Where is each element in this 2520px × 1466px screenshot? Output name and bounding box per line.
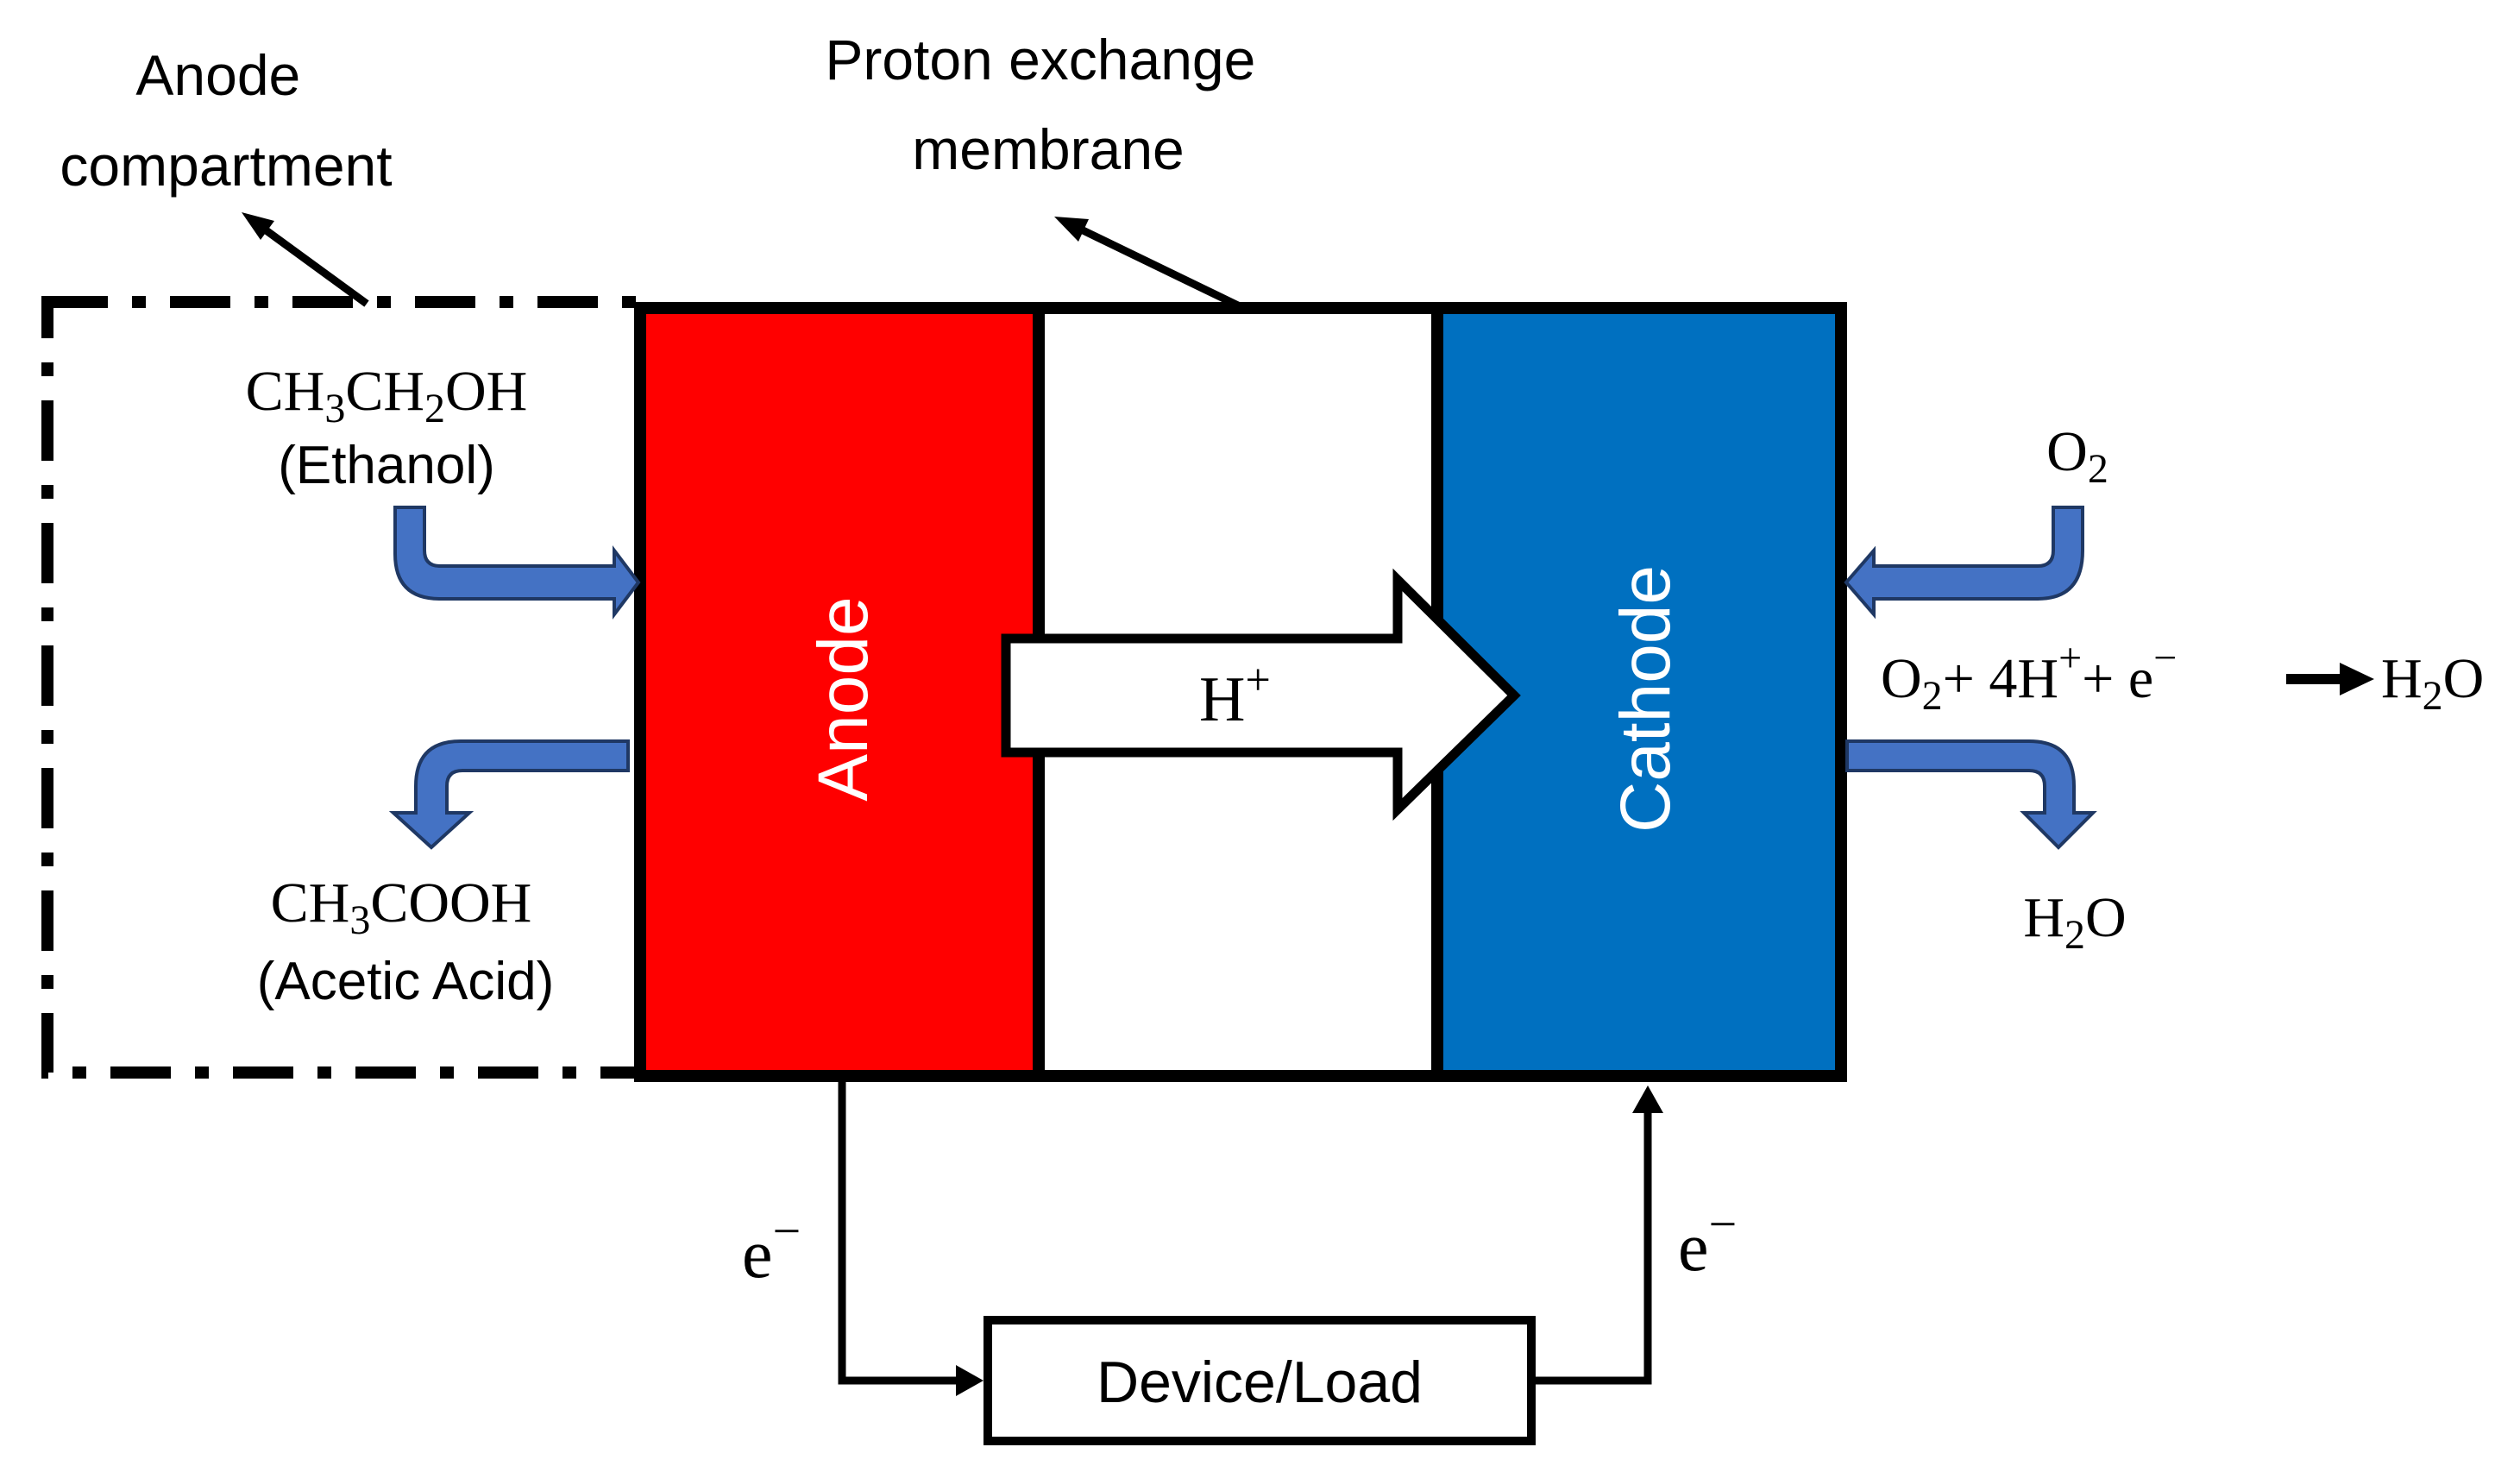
electron-label-left: e− — [742, 1203, 801, 1293]
membrane-label: Proton exchange membrane — [825, 28, 1271, 181]
device-load-label: Device/Load — [1097, 1350, 1423, 1415]
circuit-arrow-to-load — [956, 1365, 983, 1396]
acetic-outflow-arrow-icon — [388, 739, 630, 850]
anode-compartment-label: Anode compartment — [60, 43, 392, 198]
acetic-acid-name: (Acetic Acid) — [257, 952, 555, 1011]
anode-compartment-pointer-head — [242, 212, 274, 240]
proton-label: H+ — [1199, 656, 1271, 735]
cathode-reaction: O2+ 4H++ e− — [1881, 635, 2177, 719]
cathode-label: Cathode — [1606, 565, 1685, 833]
electron-label-right: e− — [1678, 1196, 1737, 1286]
circuit-wire-left — [838, 1081, 958, 1385]
water-label: H2O — [2023, 886, 2126, 958]
ethanol-name: (Ethanol) — [278, 436, 495, 495]
device-load-box — [983, 1316, 1536, 1445]
proton-arrow-icon — [1001, 568, 1521, 821]
membrane-pointer — [1072, 222, 1240, 310]
circuit-wire-right — [1532, 1113, 1652, 1385]
reaction-arrow-head — [2340, 663, 2374, 695]
circuit-arrow-to-cathode — [1632, 1085, 1663, 1113]
oxygen-label: O2 — [2046, 420, 2108, 492]
water-outflow-arrow-icon — [1845, 739, 2097, 850]
ethanol-formula: CH3CH2OH — [246, 360, 528, 431]
membrane-pointer-head — [1054, 217, 1089, 242]
oxygen-inflow-arrow-icon — [1844, 506, 2084, 620]
acetic-acid-formula: CH3COOH — [271, 871, 532, 943]
reaction-product: H2O — [2381, 647, 2484, 719]
anode-compartment-pointer — [249, 217, 369, 307]
ethanol-inflow-arrow-icon — [393, 506, 641, 620]
anode-label: Anode — [804, 596, 883, 801]
